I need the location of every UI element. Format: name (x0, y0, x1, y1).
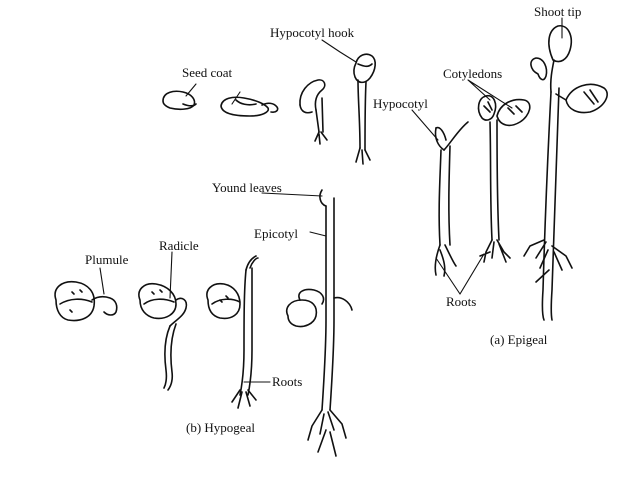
epigeal-seed-stage-6 (477, 94, 531, 263)
roots-epigeal-label: Roots (446, 294, 477, 309)
plumule-label: Plumule (85, 252, 129, 267)
hypogeal-seed-stage-4 (286, 189, 353, 457)
hypogeal-seed-stage-1 (54, 280, 118, 322)
epigeal-seed-stage-7 (523, 25, 608, 321)
hypogeal-caption: (b) Hypogeal (186, 420, 255, 435)
epigeal-seed-stage-3 (299, 79, 328, 145)
epigeal-seed-stage-5 (434, 121, 469, 277)
epicotyl-label: Epicotyl (254, 226, 299, 241)
hypocotyl-hook-label: Hypocotyl hook (270, 25, 355, 40)
radicle-label: Radicle (159, 238, 199, 253)
hypogeal-seed-stage-3 (206, 255, 259, 409)
shoot-tip-label: Shoot tip (534, 4, 582, 19)
epigeal-seed-stage-4 (353, 53, 376, 165)
cotyledons-label: Cotyledons (443, 66, 503, 81)
epigeal-seed-stage-2 (220, 96, 279, 117)
hypogeal-seed-stage-2 (138, 282, 188, 391)
hypocotyl-label: Hypocotyl (373, 96, 428, 111)
roots-hypogeal-label: Roots (272, 374, 303, 389)
leader-lines (99, 17, 563, 383)
young-leaves-label: Yound leaves (212, 180, 282, 195)
epigeal-caption: (a) Epigeal (490, 332, 548, 347)
epigeal-seed-stage-1 (162, 90, 197, 111)
seed-coat-label: Seed coat (182, 65, 233, 80)
